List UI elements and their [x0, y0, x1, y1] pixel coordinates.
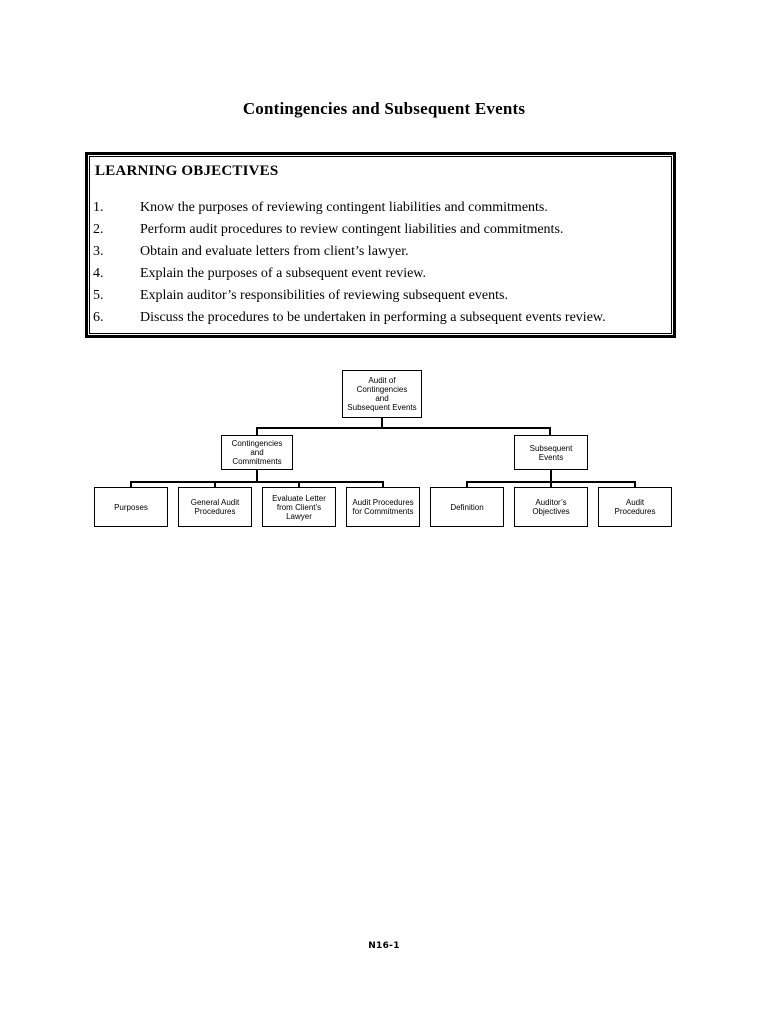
chart-node-definition: Definition — [430, 487, 504, 527]
objective-number: 5. — [93, 288, 104, 303]
objective-number: 4. — [93, 266, 104, 281]
chart-node-audit-procedures-commitments: Audit Procedures for Commitments — [346, 487, 420, 527]
objective-text: Obtain and evaluate letters from client’… — [140, 244, 409, 259]
connector-branch1-riser — [256, 427, 258, 435]
chart-node-root: Audit of Contingencies and Subsequent Ev… — [342, 370, 422, 418]
objective-text: Perform audit procedures to review conti… — [140, 222, 564, 237]
chart-node-purposes: Purposes — [94, 487, 168, 527]
connector-branch2-riser — [549, 427, 551, 435]
connector-branch1-drop — [256, 470, 258, 483]
connector-leaf3-drop — [298, 481, 300, 487]
objective-item: 1. Know the purposes of reviewing contin… — [93, 200, 665, 216]
connector-root-drop — [381, 418, 383, 428]
chart-node-general-audit-procedures: General Audit Procedures — [178, 487, 252, 527]
objective-item: 5. Explain auditor’s responsibilities of… — [93, 288, 665, 304]
objective-item: 2. Perform audit procedures to review co… — [93, 222, 665, 238]
connector-level1-horizontal — [256, 427, 551, 429]
objective-number: 6. — [93, 310, 104, 325]
connector-leaf7-drop — [634, 481, 636, 487]
objective-number: 3. — [93, 244, 104, 259]
page-number: N16-1 — [368, 941, 400, 951]
objective-item: 3. Obtain and evaluate letters from clie… — [93, 244, 665, 260]
objective-number: 1. — [93, 200, 104, 215]
chart-node-evaluate-letter: Evaluate Letter from Client’s Lawyer — [262, 487, 336, 527]
objective-item: 4. Explain the purposes of a subsequent … — [93, 266, 665, 282]
connector-leaf6-drop — [550, 481, 552, 487]
chart-node-audit-procedures: Audit Procedures — [598, 487, 672, 527]
objective-text: Know the purposes of reviewing contingen… — [140, 200, 548, 215]
chart-node-auditors-objectives: Auditor’s Objectives — [514, 487, 588, 527]
objective-text: Discuss the procedures to be undertaken … — [140, 310, 606, 325]
connector-leaf1-drop — [130, 481, 132, 487]
connector-branch2-drop — [550, 470, 552, 483]
chart-node-subsequent-events: Subsequent Events — [514, 435, 588, 470]
connector-leaf5-drop — [466, 481, 468, 487]
learning-objectives-box: LEARNING OBJECTIVES 1. Know the purposes… — [85, 152, 676, 338]
objective-text: Explain the purposes of a subsequent eve… — [140, 266, 427, 281]
connector-left-children-horizontal — [130, 481, 384, 483]
connector-leaf2-drop — [214, 481, 216, 487]
chart-node-contingencies-commitments: Contingencies and Commitments — [221, 435, 293, 470]
objective-number: 2. — [93, 222, 104, 237]
page-title: Contingencies and Subsequent Events — [242, 99, 526, 118]
learning-objectives-heading: LEARNING OBJECTIVES — [95, 163, 279, 179]
objective-item: 6. Discuss the procedures to be undertak… — [93, 310, 665, 326]
objective-text: Explain auditor’s responsibilities of re… — [140, 288, 508, 303]
learning-objectives-inner: LEARNING OBJECTIVES 1. Know the purposes… — [89, 156, 672, 334]
connector-leaf4-drop — [382, 481, 384, 487]
